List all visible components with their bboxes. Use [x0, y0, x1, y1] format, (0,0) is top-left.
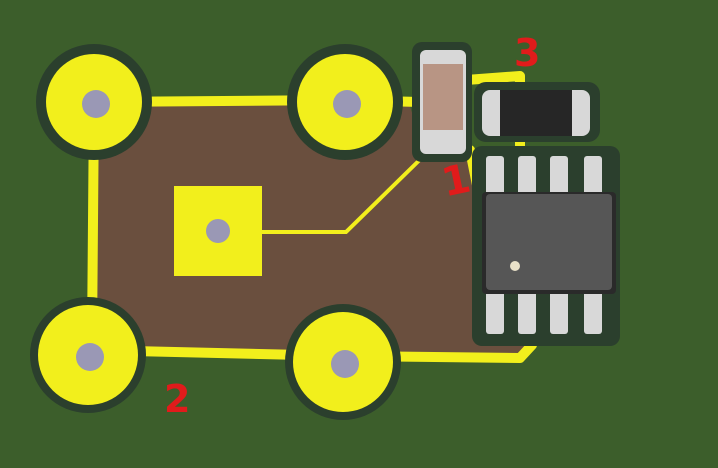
- ic-lead: [550, 290, 568, 334]
- pad-top-left: [36, 44, 152, 160]
- ic-soic8: [472, 146, 620, 346]
- ic-lead: [486, 290, 504, 334]
- marker-2: 2: [164, 377, 190, 421]
- marker-3: 3: [514, 31, 540, 75]
- pad-top-right: [287, 44, 403, 160]
- pad-center-square: [174, 186, 262, 276]
- ic-lead: [486, 156, 504, 198]
- ic-lead: [584, 156, 602, 198]
- pad-bottom-right: [285, 304, 401, 420]
- ic-lead: [584, 290, 602, 334]
- copper-pour: [88, 100, 532, 358]
- capacitor: [412, 42, 472, 162]
- pin1-dot: [510, 261, 520, 271]
- ic-lead: [518, 156, 536, 198]
- ic-lead: [518, 290, 536, 334]
- ic-body: [486, 194, 612, 290]
- resistor: [474, 82, 600, 142]
- signal-trace: [262, 138, 442, 234]
- ic-lead: [550, 156, 568, 198]
- pad-bottom-left: [30, 297, 146, 413]
